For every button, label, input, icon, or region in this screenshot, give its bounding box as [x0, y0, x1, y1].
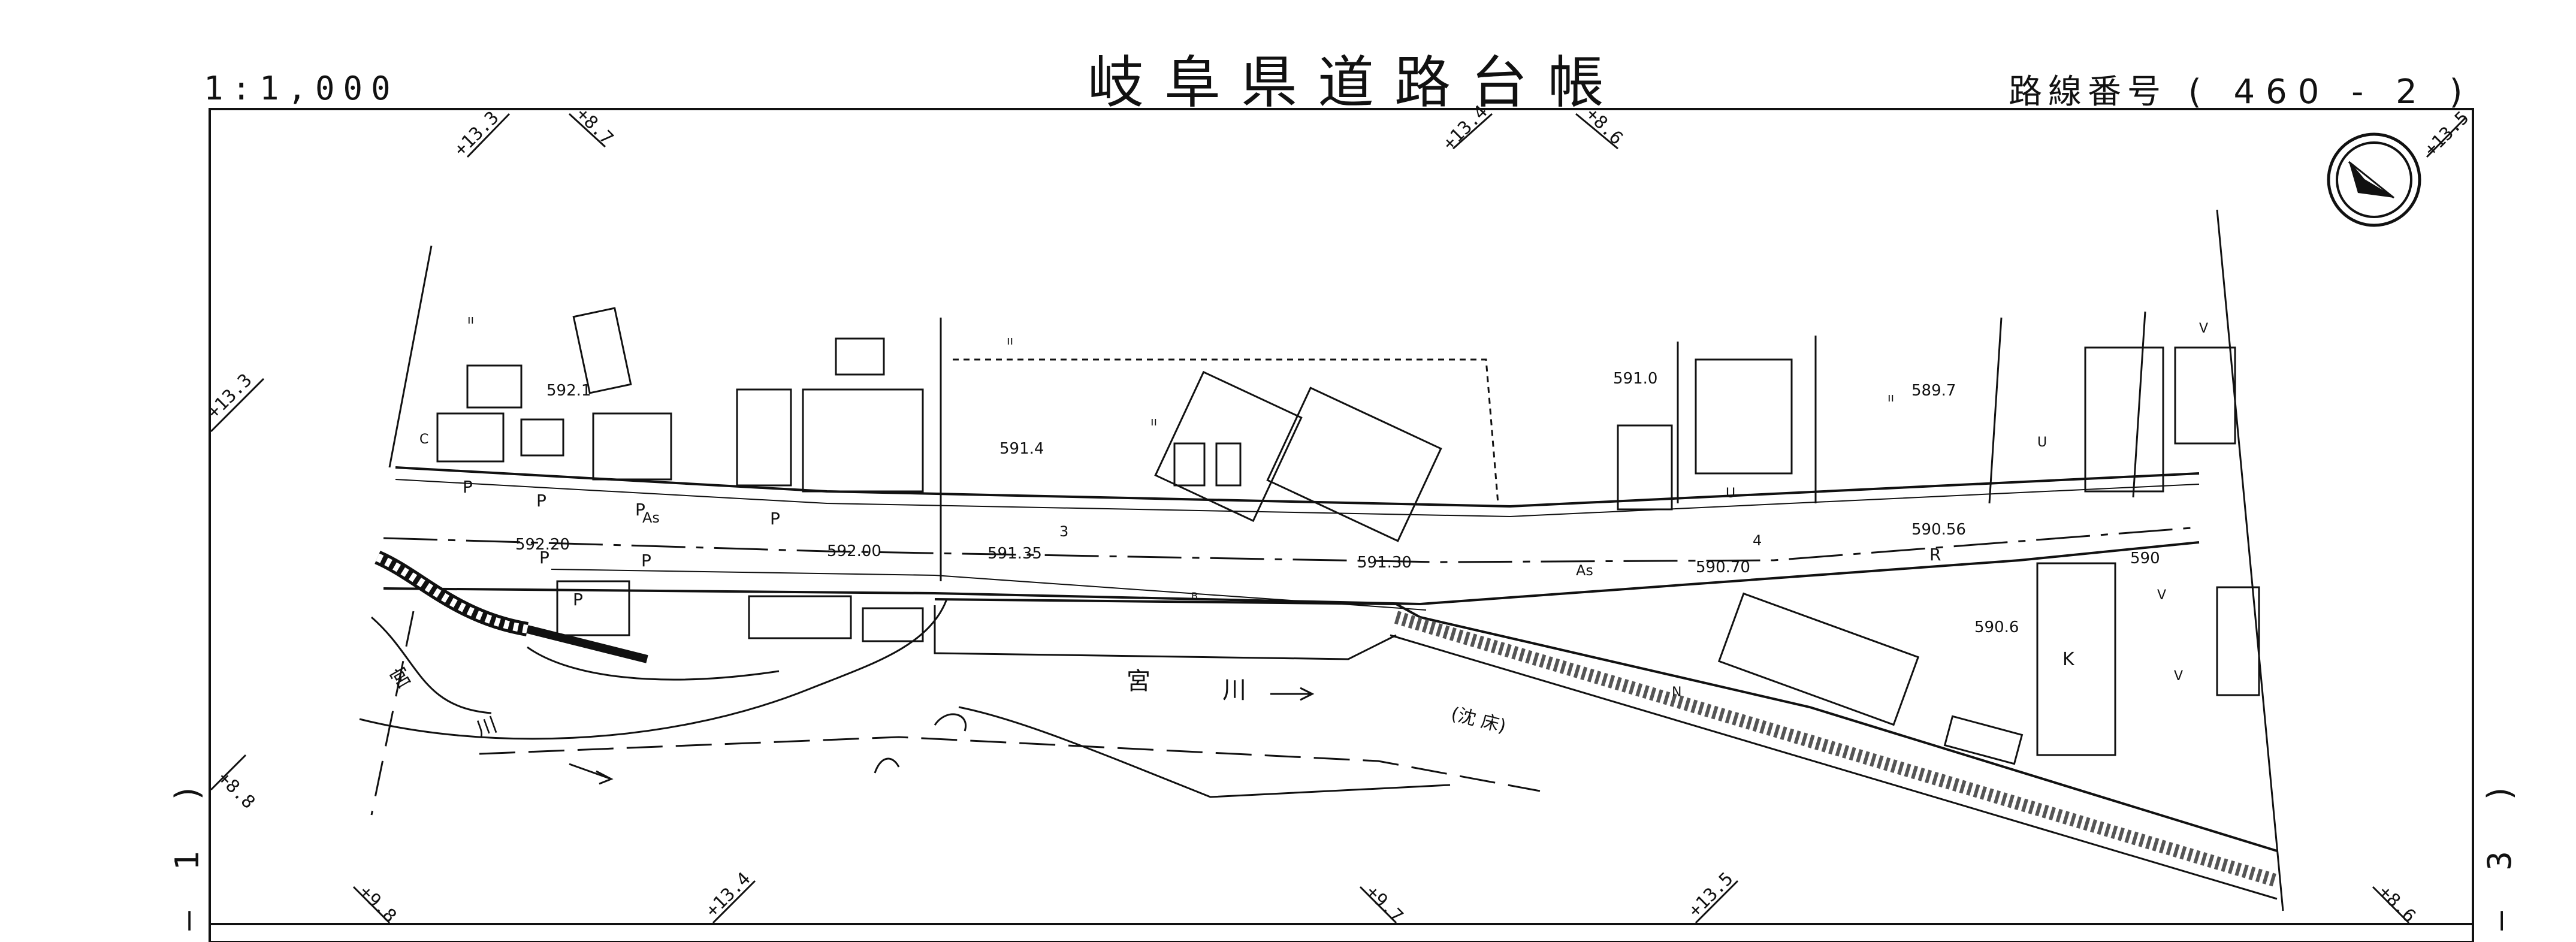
- road-mark: R: [1929, 545, 1941, 564]
- parking-mark: P: [463, 477, 473, 497]
- grid-tick-label: +8.7: [572, 104, 617, 149]
- river-name: 宮: [1127, 668, 1150, 695]
- grid-tick-label: +8.6: [2374, 881, 2420, 927]
- elevation-label: 592.00: [827, 542, 881, 560]
- grid-tick-label: +13.4: [702, 868, 755, 922]
- north-arrow-icon: [2327, 132, 2421, 227]
- boundary-lines: [940, 311, 2146, 581]
- riverbed-label: (沈 床): [1449, 704, 1508, 737]
- elevation-label: 591.35: [987, 545, 1042, 563]
- land-mark: U: [2037, 435, 2047, 450]
- map-title: 岐阜県道路台帳: [1088, 50, 1625, 116]
- elevation-label: 592.1: [546, 382, 591, 400]
- survey-mark: B: [1191, 590, 1198, 602]
- grid-tick-label: +9.8: [355, 881, 400, 927]
- field-mark: ıı: [1888, 390, 1894, 404]
- field-mark: ıı: [1150, 414, 1157, 428]
- grid-ticks-bottom: [352, 880, 2410, 924]
- station-number: 4: [1753, 532, 1762, 549]
- grid-tick-label: +9.7: [1361, 881, 1407, 927]
- map-frame: [209, 108, 2474, 942]
- elevation-label: 590.6: [1974, 618, 2019, 636]
- elevation-label: 591.4: [999, 440, 1044, 458]
- grid-tick-label: +13.3: [203, 370, 256, 423]
- elevation-points: 592.1 591.4 591.0 589.7 592.20 592.00 59…: [515, 370, 2160, 636]
- parking-mark: P: [770, 509, 780, 529]
- route-value: ( 460 - 2 ): [2188, 73, 2474, 111]
- elevation-label: 592.20: [515, 536, 570, 554]
- map-scale: 1:1,000: [204, 70, 399, 107]
- elevation-label: 590.56: [1911, 521, 1966, 539]
- grid-ticks-left: [210, 378, 265, 791]
- elevation-label: 590: [2130, 550, 2160, 567]
- land-mark: V: [2157, 588, 2166, 603]
- land-mark: C: [419, 432, 428, 447]
- land-mark: V: [2199, 321, 2208, 336]
- buildings: [436, 307, 2260, 765]
- parking-mark: P: [573, 590, 583, 609]
- survey-mark: N: [1672, 685, 1681, 700]
- grid-tick-label: +13.3: [450, 107, 503, 161]
- river-walls: [934, 598, 2279, 900]
- field-mark: ıı: [467, 312, 474, 327]
- culvert: [375, 550, 648, 663]
- grid-tick-label: +13.5: [2420, 107, 2474, 161]
- grid-tick-label: +13.5: [1684, 868, 1738, 922]
- parking-mark: P: [641, 551, 651, 570]
- grid-tick-label: +8.6: [1581, 104, 1627, 149]
- land-mark: U: [1726, 486, 1735, 501]
- station-number: 3: [1059, 523, 1068, 540]
- route-number: 路線番号 ( 460 - 2 ): [2009, 65, 2473, 113]
- field-mark: ıı: [1007, 333, 1013, 348]
- parking-mark: P: [536, 491, 546, 511]
- sheet-edges: [370, 209, 2284, 911]
- elevation-label: 591.0: [1613, 370, 1657, 388]
- flow-arrow-icons: [569, 687, 1315, 785]
- elevation-label: 590.70: [1696, 558, 1750, 576]
- route-label: 路線番号: [2009, 73, 2167, 111]
- parking-mark: P: [539, 548, 549, 567]
- grid-ticks-top: [466, 113, 2467, 158]
- pavement-label: As: [1576, 562, 1593, 579]
- river-name: 川: [1222, 677, 1246, 704]
- elevation-label: 591.30: [1357, 554, 1412, 572]
- grid-tick-label: +8.8: [213, 768, 259, 813]
- elevation-label: 589.7: [1911, 382, 1956, 400]
- pavement-label: As: [642, 509, 660, 526]
- parking-mark: P: [635, 500, 645, 520]
- land-mark: V: [2174, 669, 2183, 684]
- building-label: K: [2062, 649, 2075, 670]
- road: [383, 466, 2200, 611]
- riverbed: [359, 599, 1541, 798]
- river-name: 宮: [386, 663, 416, 694]
